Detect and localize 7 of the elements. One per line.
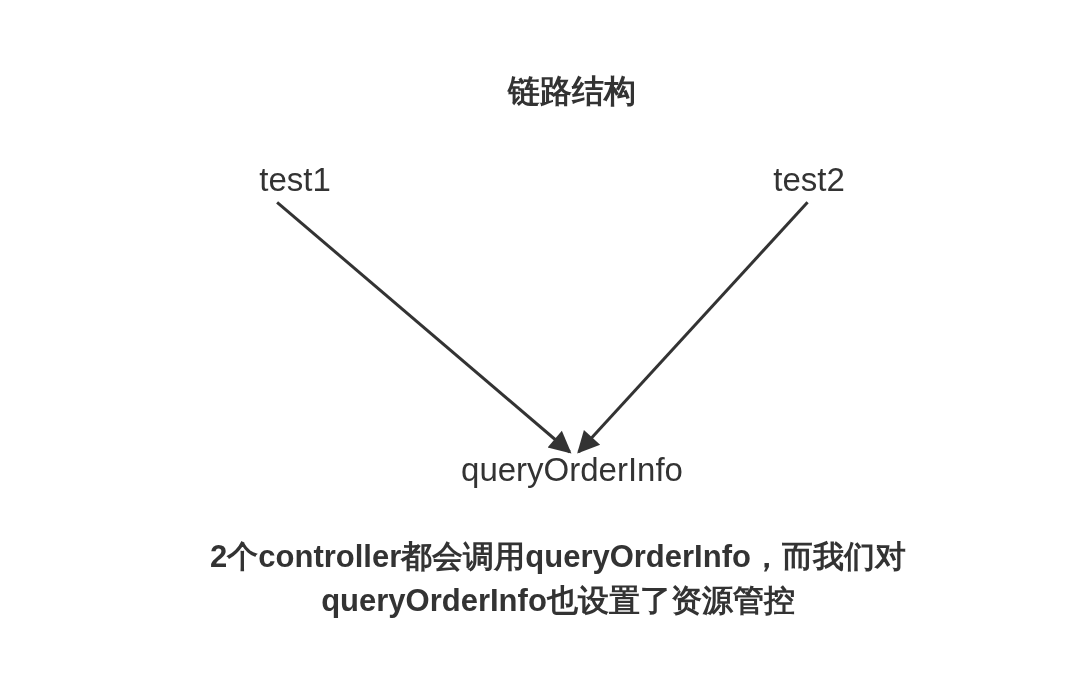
- arrow: [577, 201, 809, 454]
- node-label: test2: [773, 162, 845, 199]
- arrow: [276, 201, 572, 454]
- node-label: queryOrderInfo: [461, 452, 683, 489]
- node-label: test1: [259, 162, 331, 199]
- caption: 2个controller都会调用queryOrderInfo，而我们对queryOrderInfo也设置了资源管控: [209, 538, 907, 620]
- diagram-title: 链路结构: [508, 72, 636, 111]
